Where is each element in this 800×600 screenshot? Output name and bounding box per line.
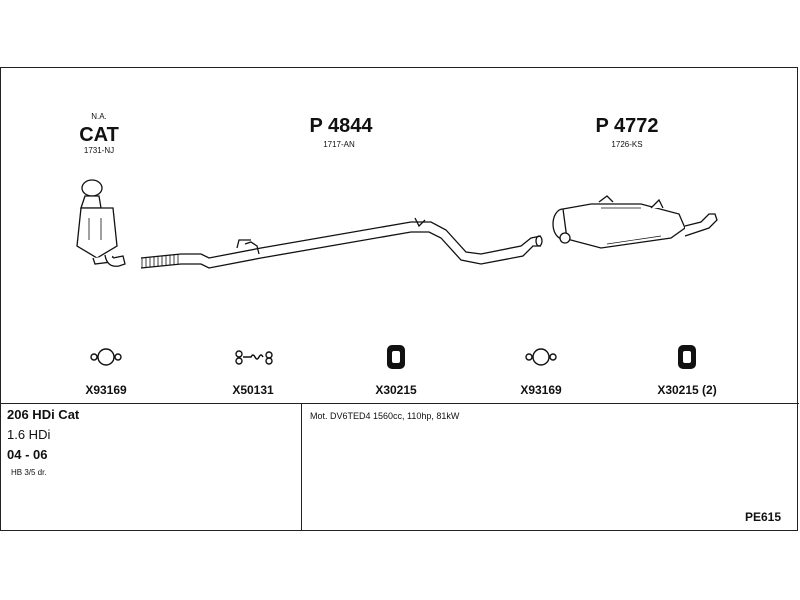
fitting-label: X30215 (2) (657, 383, 717, 397)
middle-part-name: P 4844 (309, 115, 373, 137)
vehicle-model: 206 HDi Cat (7, 407, 80, 422)
fitting-label: X30215 (375, 383, 417, 397)
bolt-spring-icon (235, 350, 273, 365)
middle-part-code: 1717-AN (323, 140, 355, 149)
fitting-label: X93169 (85, 383, 127, 397)
middle-pipe (140, 217, 543, 269)
clamp-icon (525, 348, 557, 366)
cat-note: N.A. (91, 112, 107, 121)
reference-code: PE615 (745, 510, 782, 524)
engine-note: Mot. DV6TED4 1560cc, 110hp, 81kW (310, 411, 460, 421)
vehicle-years: 04 - 06 (7, 447, 48, 462)
diagram-frame: N.A. CAT 1731-NJ P 4844 1717-AN P 4772 1… (0, 67, 799, 531)
fitting-label: X93169 (520, 383, 562, 397)
rear-part-name: P 4772 (595, 115, 659, 137)
exhaust-drawing (76, 179, 718, 369)
fitting-label: X50131 (232, 383, 274, 397)
rear-silencer (552, 195, 718, 249)
divider-horizontal (1, 403, 799, 404)
rubber-hanger-icon (678, 345, 696, 369)
catalytic-converter (76, 179, 126, 267)
clamp-icon (90, 348, 122, 366)
rubber-hanger-icon (387, 345, 405, 369)
rear-part-code: 1726-KS (611, 140, 643, 149)
cat-part-code: 1731-NJ (83, 146, 115, 155)
divider-vertical (301, 403, 302, 531)
vehicle-body: HB 3/5 dr. (11, 468, 47, 477)
cat-part-name: CAT (79, 124, 119, 146)
vehicle-engine: 1.6 HDi (7, 427, 51, 442)
